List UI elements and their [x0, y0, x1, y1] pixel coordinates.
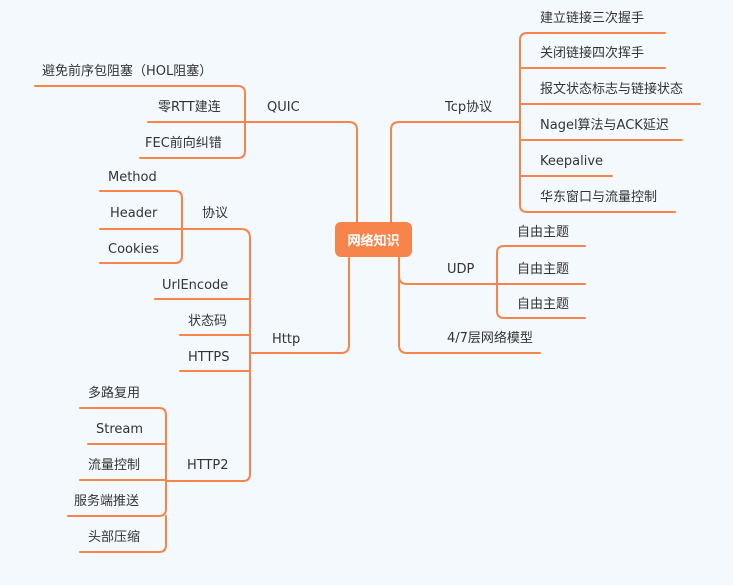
node-tcp-nagle[interactable]: Nagel算法与ACK延迟 — [540, 118, 669, 133]
node-tcp-flags[interactable]: 报文状态标志与链接状态 — [540, 82, 684, 97]
node-tcp-keepalive[interactable]: Keepalive — [540, 154, 604, 169]
node-header[interactable]: Header — [110, 206, 158, 221]
node-header-compression[interactable]: 头部压缩 — [88, 530, 141, 545]
node-quic-fec[interactable]: FEC前向纠错 — [145, 136, 222, 151]
root-node[interactable]: 网络知识 — [335, 222, 412, 257]
node-udp-topic-1[interactable]: 自由主题 — [517, 225, 570, 240]
node-status-code[interactable]: 状态码 — [188, 314, 228, 329]
node-http2[interactable]: HTTP2 — [187, 458, 229, 473]
node-http[interactable]: Http — [272, 332, 301, 347]
node-flow-control[interactable]: 流量控制 — [88, 458, 141, 473]
node-multiplexing[interactable]: 多路复用 — [88, 386, 141, 401]
node-server-push[interactable]: 服务端推送 — [74, 494, 140, 509]
node-quic[interactable]: QUIC — [267, 100, 300, 115]
node-tcp[interactable]: Tcp协议 — [445, 100, 493, 115]
node-quic-zero-rtt[interactable]: 零RTT建连 — [158, 100, 221, 115]
node-https[interactable]: HTTPS — [188, 350, 230, 365]
connector-root-tcp — [390, 121, 521, 223]
node-quic-hol[interactable]: 避免前序包阻塞（HOL阻塞） — [42, 64, 213, 79]
connector-tcp-children — [519, 32, 701, 213]
connector-root-http — [249, 257, 350, 354]
connector-http-trunk — [165, 228, 251, 482]
connector-root-osi — [398, 257, 541, 354]
node-http-protocol[interactable]: 协议 — [202, 206, 229, 221]
connector-http2-children — [67, 407, 167, 553]
node-urlencode[interactable]: UrlEncode — [162, 278, 229, 293]
node-udp[interactable]: UDP — [447, 262, 475, 277]
node-osi-model[interactable]: 4/7层网络模型 — [447, 331, 533, 346]
node-method[interactable]: Method — [108, 170, 157, 185]
connector-root-quic — [244, 121, 358, 223]
node-stream[interactable]: Stream — [96, 422, 144, 437]
connector-protocol-children — [99, 190, 183, 264]
node-cookies[interactable]: Cookies — [108, 242, 159, 257]
node-tcp-handshake[interactable]: 建立链接三次握手 — [540, 11, 645, 26]
node-udp-topic-3[interactable]: 自由主题 — [517, 297, 570, 312]
connector-udp-children — [496, 245, 586, 319]
node-tcp-window[interactable]: 华东窗口与流量控制 — [540, 190, 658, 205]
node-udp-topic-2[interactable]: 自由主题 — [517, 262, 570, 277]
connector-quic-children — [34, 85, 246, 159]
node-tcp-close[interactable]: 关闭链接四次挥手 — [540, 46, 645, 61]
connector-http-direct — [154, 298, 251, 372]
